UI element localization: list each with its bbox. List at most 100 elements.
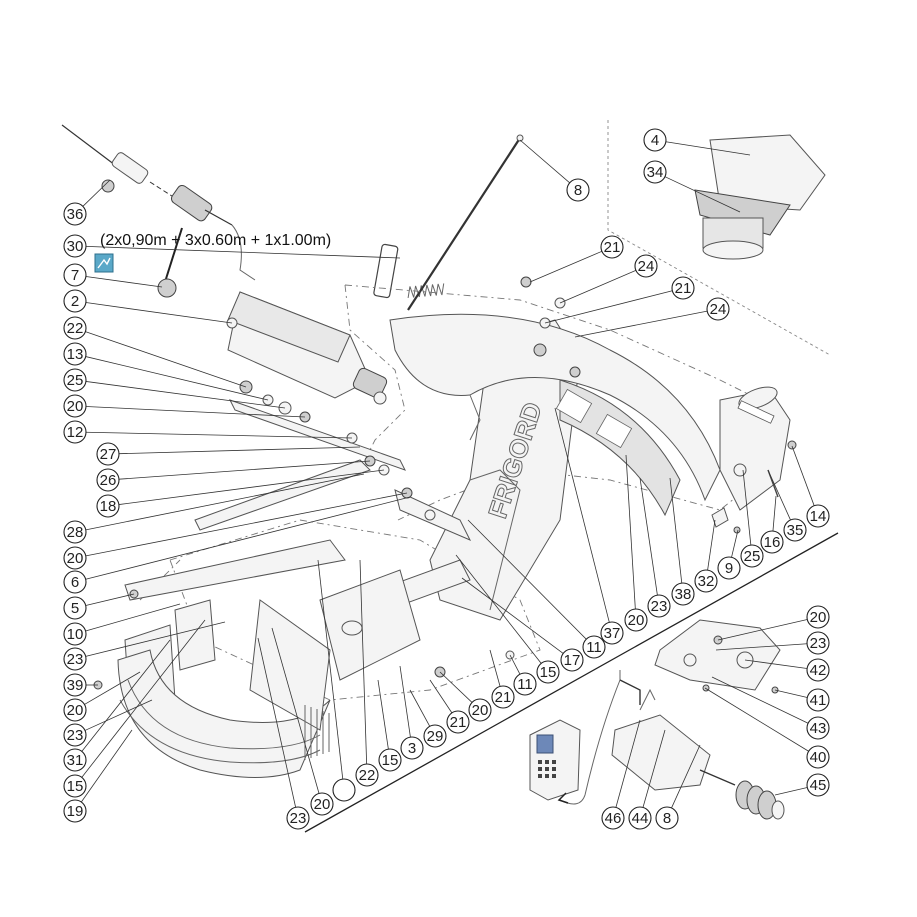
callout[interactable]: 11 xyxy=(513,672,537,696)
leader-line xyxy=(429,679,453,714)
callout[interactable]: 21 xyxy=(491,685,515,709)
callout[interactable]: 32 xyxy=(694,569,718,593)
callout[interactable]: 20 xyxy=(63,546,87,570)
callout[interactable]: 35 xyxy=(783,518,807,542)
leader-line xyxy=(85,603,181,632)
callout[interactable]: 38 xyxy=(671,582,695,606)
callout[interactable]: 23 xyxy=(806,631,830,655)
leader-line xyxy=(774,689,808,698)
callout[interactable]: 8 xyxy=(566,178,590,202)
callout-number: 10 xyxy=(67,626,84,643)
inset-assembly xyxy=(694,134,826,260)
callout[interactable]: 30 xyxy=(63,234,87,258)
callout[interactable]: 21 xyxy=(671,276,695,300)
cable-length-note: (2x0,90m + 3x0.60m + 1x1.00m) xyxy=(100,232,331,249)
callout[interactable]: 23 xyxy=(286,806,310,830)
callout[interactable]: 8 xyxy=(655,806,679,830)
ground-baseline xyxy=(304,532,839,833)
callout[interactable]: 6 xyxy=(63,570,87,594)
callout[interactable]: 42 xyxy=(806,658,830,682)
callout[interactable]: 2 xyxy=(63,289,87,313)
callout-active[interactable]: 33 xyxy=(332,778,356,802)
linkage-assembly xyxy=(93,380,515,690)
callout[interactable]: 10 xyxy=(63,622,87,646)
callout[interactable]: 15 xyxy=(378,748,402,772)
callout[interactable]: 40 xyxy=(806,745,830,769)
callout[interactable]: 41 xyxy=(806,688,830,712)
callout-circle xyxy=(63,368,87,392)
callout[interactable]: 9 xyxy=(717,556,741,580)
leader-line xyxy=(85,431,353,439)
callout[interactable]: 23 xyxy=(63,647,87,671)
callout[interactable]: 18 xyxy=(96,494,120,518)
callout[interactable]: 28 xyxy=(63,520,87,544)
leader-line xyxy=(409,689,431,727)
callout[interactable]: 43 xyxy=(806,716,830,740)
callout[interactable]: 15 xyxy=(536,660,560,684)
callout[interactable]: 45 xyxy=(806,773,830,797)
leader-line xyxy=(707,519,716,571)
leader-line xyxy=(118,446,361,455)
callout[interactable]: 20 xyxy=(310,792,334,816)
callout[interactable]: 11 xyxy=(582,635,606,659)
callout[interactable]: 21 xyxy=(446,710,470,734)
callout[interactable]: 7 xyxy=(63,263,87,287)
callout-number: 23 xyxy=(290,810,307,827)
callout[interactable]: 14 xyxy=(806,504,830,528)
callout[interactable]: 15 xyxy=(63,774,87,798)
callout-circle xyxy=(63,698,87,722)
callout[interactable]: 29 xyxy=(423,724,447,748)
callout-number: 27 xyxy=(100,446,117,463)
callout[interactable]: 21 xyxy=(600,235,624,259)
callout[interactable]: 20 xyxy=(806,605,830,629)
callout-number: 24 xyxy=(710,301,727,318)
callout[interactable]: 24 xyxy=(634,254,658,278)
leader-line xyxy=(118,460,371,480)
callout[interactable]: 20 xyxy=(624,608,648,632)
callout[interactable]: 25 xyxy=(740,544,764,568)
leader-line xyxy=(85,621,226,657)
callout-number: 38 xyxy=(675,586,692,603)
callout-number: 44 xyxy=(632,810,649,827)
callout[interactable]: 44 xyxy=(628,806,652,830)
callout-circle xyxy=(806,773,830,797)
callout[interactable]: 26 xyxy=(96,468,120,492)
leader-line xyxy=(671,744,701,809)
callout[interactable]: 5 xyxy=(63,596,87,620)
leader-line xyxy=(559,269,637,304)
callout[interactable]: 31 xyxy=(63,748,87,772)
callout[interactable]: 16 xyxy=(760,530,784,554)
callout-circle xyxy=(513,672,537,696)
callout-number: 21 xyxy=(675,280,692,297)
callout[interactable]: 19 xyxy=(63,799,87,823)
callout[interactable]: 39 xyxy=(63,673,87,697)
callout[interactable]: 3 xyxy=(400,736,424,760)
callout[interactable]: 4 xyxy=(643,128,667,152)
leader-line xyxy=(467,519,587,640)
callout[interactable]: 27 xyxy=(96,442,120,466)
callout[interactable]: 20 xyxy=(63,394,87,418)
callout[interactable]: 17 xyxy=(560,648,584,672)
callout[interactable]: 22 xyxy=(63,316,87,340)
callout[interactable]: 20 xyxy=(468,698,492,722)
callout-circle xyxy=(96,468,120,492)
leader-line xyxy=(85,492,408,557)
leader-line xyxy=(81,639,171,752)
callout[interactable]: 23 xyxy=(63,723,87,747)
callout[interactable]: 20 xyxy=(63,698,87,722)
callout[interactable]: 13 xyxy=(63,342,87,366)
callout[interactable]: 22 xyxy=(355,763,379,787)
callout[interactable]: 46 xyxy=(601,806,625,830)
callout[interactable]: 34 xyxy=(643,160,667,184)
callout[interactable]: 37 xyxy=(600,621,624,645)
callout[interactable]: 24 xyxy=(706,297,730,321)
callout-circle xyxy=(582,635,606,659)
callout-circle xyxy=(63,622,87,646)
callout[interactable]: 12 xyxy=(63,420,87,444)
callout-circle xyxy=(624,608,648,632)
callout[interactable]: 25 xyxy=(63,368,87,392)
callout-circle xyxy=(740,544,764,568)
callout[interactable]: 23 xyxy=(647,594,671,618)
callout[interactable]: 36 xyxy=(63,202,87,226)
broken-image-icon xyxy=(94,253,114,273)
